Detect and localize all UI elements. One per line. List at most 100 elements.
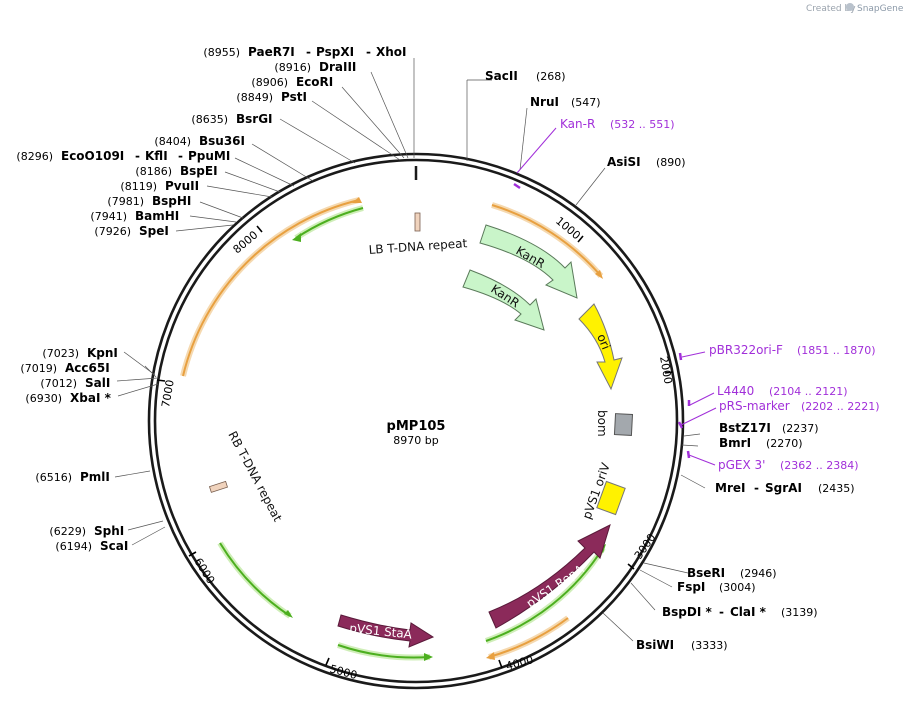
site-sali-label: SalI [85, 376, 110, 390]
site-ppumi-label: PpuMI [188, 149, 230, 163]
site-bsrgi-label: BsrGI [236, 112, 273, 126]
site-paer7i-label: PaeR7I [248, 45, 295, 59]
site-pspxi-label: PspXI [316, 45, 354, 59]
tick-8000-mark [256, 225, 263, 233]
credit-prefix: Created by [806, 4, 856, 14]
site-clai-separator: - [719, 605, 724, 619]
tick-2000-label: 2000 [657, 355, 675, 385]
feature-arcs [180, 197, 606, 661]
site-bsphi-position: (7981) [107, 195, 144, 208]
site-bseri-position: (2946) [740, 567, 777, 580]
primer-kanr-range: (532 .. 551) [610, 118, 675, 131]
site-clai-position: (3139) [781, 606, 818, 619]
site-asisi-position: (890) [656, 156, 686, 169]
site-bseri-label: BseRI [687, 566, 725, 580]
site-ecori-label: EcoRI [296, 75, 333, 89]
site-sacii-position: (268) [536, 70, 566, 83]
primer-pbr322-label: pBR322ori-F [709, 343, 783, 357]
tick-3000-mark [627, 563, 635, 570]
tick-7000-mark [156, 379, 166, 382]
site-scai-label: ScaI [100, 539, 128, 553]
site-bstz17i-position: (2237) [782, 422, 819, 435]
site-sgrai-label: SgrAI [765, 481, 802, 495]
plasmid-length: 8970 bp [393, 434, 438, 447]
primer-prs-label: pRS-marker [719, 399, 790, 413]
site-bsu36i-position: (8404) [154, 135, 191, 148]
site-leader-lines [114, 58, 706, 642]
backbone-outer-strand [147, 152, 685, 690]
site-sgrai-separator: - [754, 481, 759, 495]
lb-tdna-repeat-box [414, 212, 421, 232]
orange-arc-right [491, 204, 602, 277]
site-sphi-label: SphI [94, 524, 124, 538]
site-asisi-label: AsiSI [607, 155, 641, 169]
plasmid-title: pMP105 8970 bp [387, 419, 446, 447]
site-pmli-position: (6516) [35, 471, 72, 484]
kanr-feature-lower [462, 269, 545, 331]
site-bstz17i-label: BstZ17I [719, 421, 771, 435]
tick-4000-mark [498, 659, 503, 669]
site-nrui-label: NruI [530, 95, 559, 109]
site-pspxi-separator: - [306, 45, 311, 59]
site-draiii-label: DraIII [319, 60, 356, 74]
bom-feature [613, 413, 634, 436]
primer-pgex-range: (2362 .. 2384) [780, 459, 859, 472]
primer-labels[interactable]: Kan-R (532 .. 551) pBR322ori-F (1851 .. … [560, 117, 880, 472]
site-ecoo109i-position: (8296) [16, 150, 53, 163]
primer-l4440-range: (2104 .. 2121) [769, 385, 848, 398]
site-spei-label: SpeI [139, 224, 169, 238]
rb-tdna-repeat-box [208, 480, 228, 493]
pvs1-staa-feature [337, 614, 435, 648]
tick-1000-mark [577, 235, 584, 243]
primer-kanr-label: Kan-R [560, 117, 595, 131]
site-kfli-label: KflI [145, 149, 168, 163]
pvs1-staa-label: pVS1 StaA [349, 621, 414, 642]
site-xbai-label: XbaI * [70, 391, 112, 405]
tick-4000-label: 4000 [504, 653, 534, 673]
tick-6000-mark [188, 551, 197, 557]
site-clai-label: ClaI * [730, 605, 767, 619]
backbone [147, 152, 685, 690]
primer-prs-range: (2202 .. 2221) [801, 400, 880, 413]
site-pvuii-label: PvuII [165, 179, 199, 193]
orange-arc-right-head [595, 270, 603, 279]
primer-leader-lines [513, 127, 717, 466]
site-labels-right[interactable]: SacII (268) NruI (547) AsiSI (890) BstZ1… [485, 69, 855, 652]
site-kpni-label: KpnI [87, 346, 118, 360]
site-mrei-label: MreI [715, 481, 745, 495]
tick-3000-label: 3000 [632, 531, 659, 561]
site-pmli-label: PmlI [80, 470, 110, 484]
primer-pgex-label: pGEX 3' [718, 458, 765, 472]
credit-brand: SnapGene [857, 4, 904, 14]
site-kpni-position: (7023) [42, 347, 79, 360]
lb-tdna-repeat-label: LB T-DNA repeat [368, 236, 468, 257]
orange-arc-left [182, 199, 360, 377]
tick-7000-label: 7000 [159, 379, 177, 409]
site-bsphi-label: BspHI [152, 194, 191, 208]
green-arc-top-head [292, 233, 301, 242]
site-xhoi-label: XhoI [376, 45, 407, 59]
site-psti-position: (8849) [236, 91, 273, 104]
site-spei-position: (7926) [94, 225, 131, 238]
site-psti-label: PstI [281, 90, 307, 104]
site-pvuii-position: (8119) [120, 180, 157, 193]
snapgene-credit[interactable]: Created by SnapGene [806, 3, 904, 14]
site-bsrgi-position: (8635) [191, 113, 228, 126]
site-sphi-position: (6229) [49, 525, 86, 538]
pvs1-repa-feature [488, 524, 611, 629]
site-sgrai-position: (2435) [818, 482, 855, 495]
site-acc65i-position: (7019) [20, 362, 57, 375]
site-bspdi-label: BspDI * [662, 605, 712, 619]
snapgene-logo-icon [846, 3, 854, 11]
site-ecoo109i-label: EcoO109I [61, 149, 124, 163]
site-paer7i-position: (8955) [203, 46, 240, 59]
tick-5000-mark [325, 657, 330, 666]
site-bspei-position: (8186) [135, 165, 172, 178]
site-sacii-label: SacII [485, 69, 518, 83]
site-bmri-label: BmrI [719, 436, 751, 450]
site-scai-position: (6194) [55, 540, 92, 553]
site-labels-left[interactable]: (8955) PaeR7I - PspXI - XhoI (8916) DraI… [16, 45, 406, 553]
backbone-inner-strand [153, 158, 679, 684]
site-bamhi-position: (7941) [90, 210, 127, 223]
